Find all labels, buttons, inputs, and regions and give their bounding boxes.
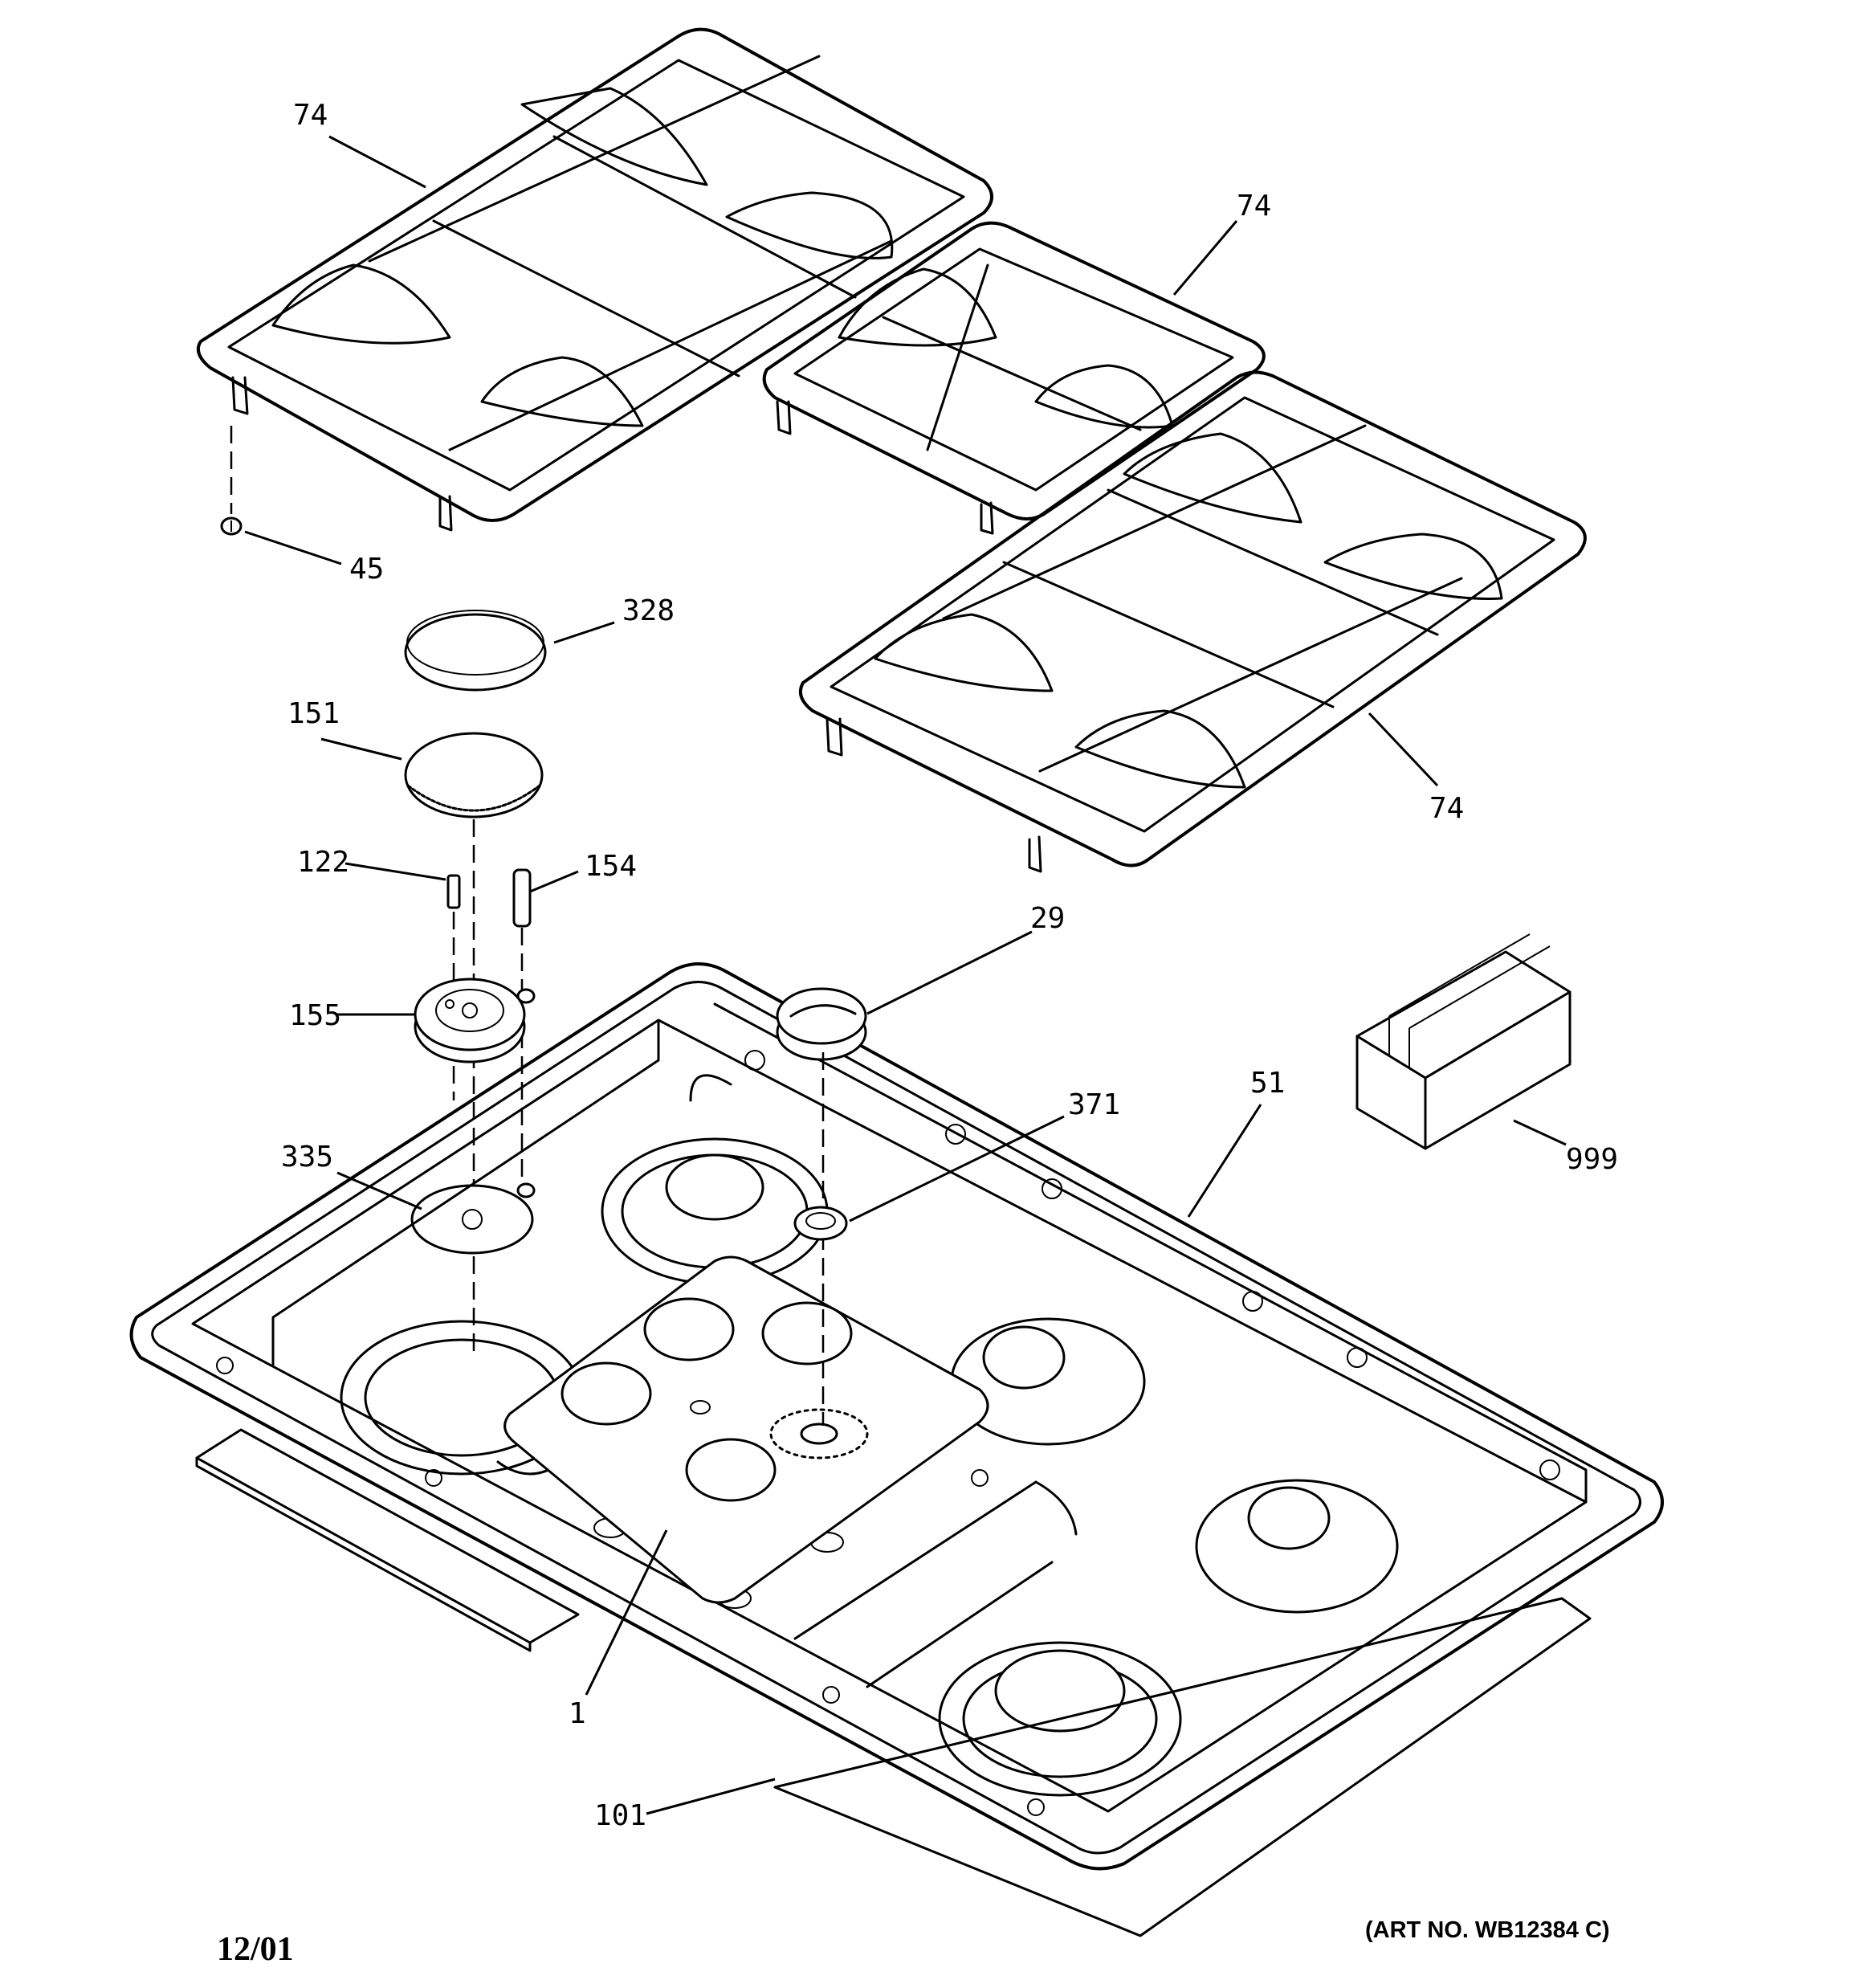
callout-335: 335 (281, 1141, 333, 1174)
control-knob (776, 987, 867, 1426)
grate-foot-screw (220, 426, 243, 536)
callout-74-middle: 74 (1237, 190, 1271, 222)
cooktop-main-top (129, 962, 1664, 1871)
callout-74-right: 74 (1429, 792, 1464, 825)
callout-45: 45 (349, 553, 384, 586)
cooktop-gaskets (195, 1428, 1592, 1937)
diagram-date: 12/01 (217, 1931, 294, 1968)
callout-151: 151 (287, 697, 340, 730)
callout-29: 29 (1030, 902, 1065, 935)
grate-middle (762, 221, 1266, 535)
callout-101: 101 (594, 1799, 646, 1832)
callout-155: 155 (289, 999, 341, 1032)
callout-1: 1 (569, 1697, 586, 1730)
callout-leaders (244, 135, 1567, 1815)
igniter-electrode (512, 868, 532, 1181)
callout-51: 51 (1250, 1067, 1285, 1100)
callout-154: 154 (585, 850, 637, 883)
callout-371: 371 (1068, 1088, 1120, 1121)
callout-74-top-left: 74 (293, 99, 328, 132)
callout-999: 999 (1566, 1143, 1618, 1176)
callout-labels: 74 74 74 45 328 151 122 154 155 29 335 3… (281, 99, 1618, 1832)
burner-base (414, 978, 536, 1063)
burner-cap (404, 610, 547, 692)
knob-bezel (793, 1206, 848, 1241)
grate-right (799, 370, 1587, 873)
callout-328: 328 (622, 594, 675, 627)
art-number: (ART NO. WB12384 C) (1365, 1917, 1610, 1943)
grate-large-left (197, 27, 993, 532)
burner-spacer (410, 1182, 536, 1255)
burner-head (404, 732, 544, 818)
callout-122: 122 (297, 846, 349, 879)
parts-box (1355, 933, 1572, 1150)
control-panel (503, 1255, 989, 1604)
